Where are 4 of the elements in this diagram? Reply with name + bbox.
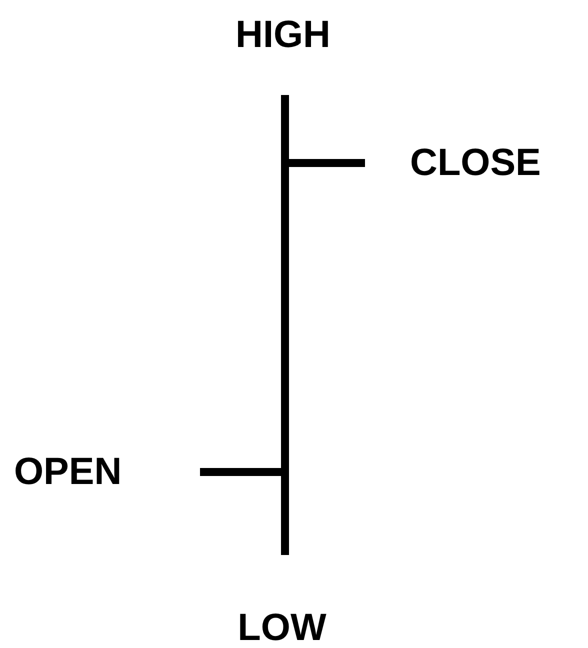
price-label: LOW xyxy=(238,606,326,648)
price-label: CLOSE xyxy=(410,141,541,185)
price-label: OPEN xyxy=(14,450,122,494)
price-label: HIGH xyxy=(236,13,330,57)
